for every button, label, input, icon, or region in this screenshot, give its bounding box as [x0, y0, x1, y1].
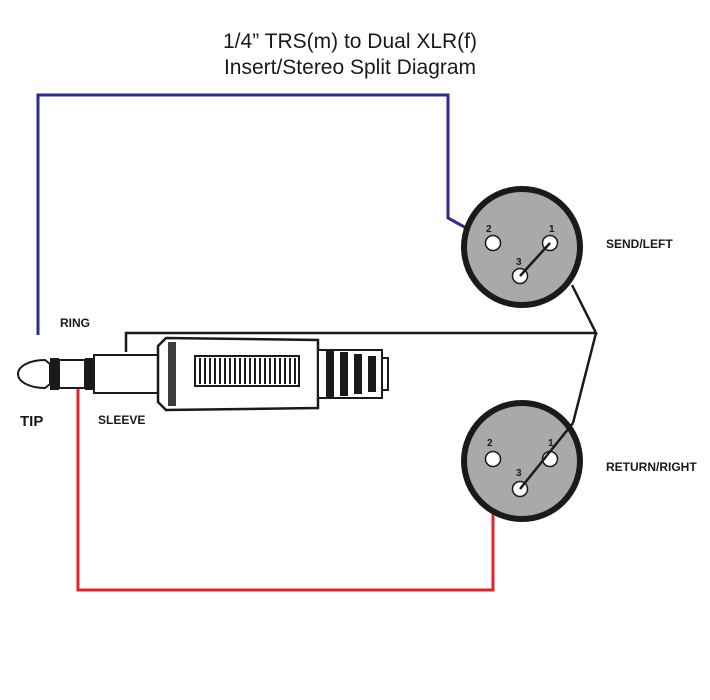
- plug-strain-relief: [317, 349, 389, 399]
- plug-sleeve: [93, 354, 159, 394]
- sleeve-label: SLEEVE: [98, 413, 145, 427]
- plug-insulator-1: [50, 358, 59, 390]
- ring-label: RING: [60, 316, 90, 330]
- send-pin-2: [484, 234, 502, 252]
- trs-plug: [16, 336, 389, 412]
- return-pin-2: [484, 450, 502, 468]
- send-pin-1-3-jumper: [519, 242, 551, 277]
- plug-handle-shadow: [168, 342, 176, 406]
- send-pin-2-label: 2: [486, 224, 492, 235]
- send-pin-1-label: 1: [549, 224, 555, 235]
- sleeve-wire-to-return: [571, 332, 598, 424]
- tip-wire: [36, 93, 489, 335]
- ring-wire: [76, 388, 495, 592]
- send-left-label: SEND/LEFT: [606, 237, 673, 251]
- sleeve-wire: [124, 284, 599, 352]
- return-pin-2-label: 2: [487, 438, 493, 449]
- return-pin-1-label: 1: [548, 438, 554, 449]
- return-pin-3-label: 3: [516, 468, 522, 479]
- tip-label: TIP: [20, 413, 43, 430]
- plug-insulator-2: [85, 358, 94, 390]
- diagram-title-line-2: Insert/Stereo Split Diagram: [223, 56, 477, 79]
- plug-tip: [16, 358, 51, 390]
- xlr-send-connector: 2 1 3: [461, 186, 583, 308]
- diagram-title-line-1: 1/4” TRS(m) to Dual XLR(f): [223, 30, 477, 53]
- plug-grip: [194, 355, 300, 387]
- send-pin-3-label: 3: [516, 257, 522, 268]
- plug-ring: [58, 359, 86, 389]
- return-sleeve-to-pin-3: [519, 422, 574, 490]
- xlr-return-connector: 2 1 3: [461, 400, 583, 522]
- return-right-label: RETURN/RIGHT: [606, 460, 697, 474]
